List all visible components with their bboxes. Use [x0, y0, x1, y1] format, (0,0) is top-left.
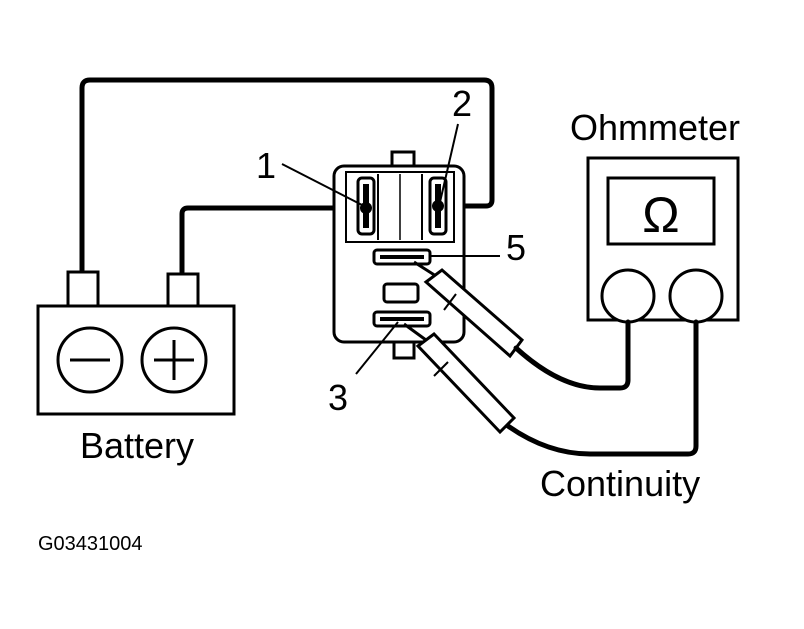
terminal-label-5: 5	[506, 227, 526, 268]
ohmmeter-label: Ohmmeter	[570, 107, 740, 148]
wire-positive-to-terminal-1	[179, 205, 369, 275]
plus-icon	[140, 326, 208, 394]
ohmmeter-display	[606, 176, 716, 246]
ohmmeter-jack-left	[600, 268, 656, 324]
ohmmeter-jack-right	[668, 268, 724, 324]
relay-middle-slot	[382, 282, 420, 304]
terminal-label-2: 2	[452, 83, 472, 124]
relay-upper-panel	[345, 171, 455, 243]
lead-terminal-5-to-meter	[513, 319, 631, 391]
continuity-label: Continuity	[540, 463, 700, 504]
battery-label: Battery	[80, 425, 194, 466]
wire-negative-to-terminal-2	[79, 77, 495, 273]
terminal-2-contact	[432, 200, 444, 212]
lead-terminal-3-to-meter	[505, 319, 699, 457]
leader-terminal-3	[355, 321, 399, 375]
figure-code: G03431004	[38, 533, 143, 555]
leader-terminal-1	[281, 163, 365, 207]
battery-positive-post	[166, 272, 200, 308]
battery	[36, 270, 236, 416]
leader-terminal-2	[439, 123, 459, 203]
ohmmeter: Ω	[586, 156, 740, 324]
terminal-label-3: 3	[328, 377, 348, 418]
battery-negative-post	[66, 270, 100, 308]
probe-terminal-5	[413, 260, 525, 359]
probe-terminal-3	[403, 322, 517, 435]
ohm-icon: Ω	[642, 187, 679, 243]
terminal-label-1: 1	[256, 145, 276, 186]
minus-icon	[56, 326, 124, 394]
relay	[332, 150, 466, 360]
